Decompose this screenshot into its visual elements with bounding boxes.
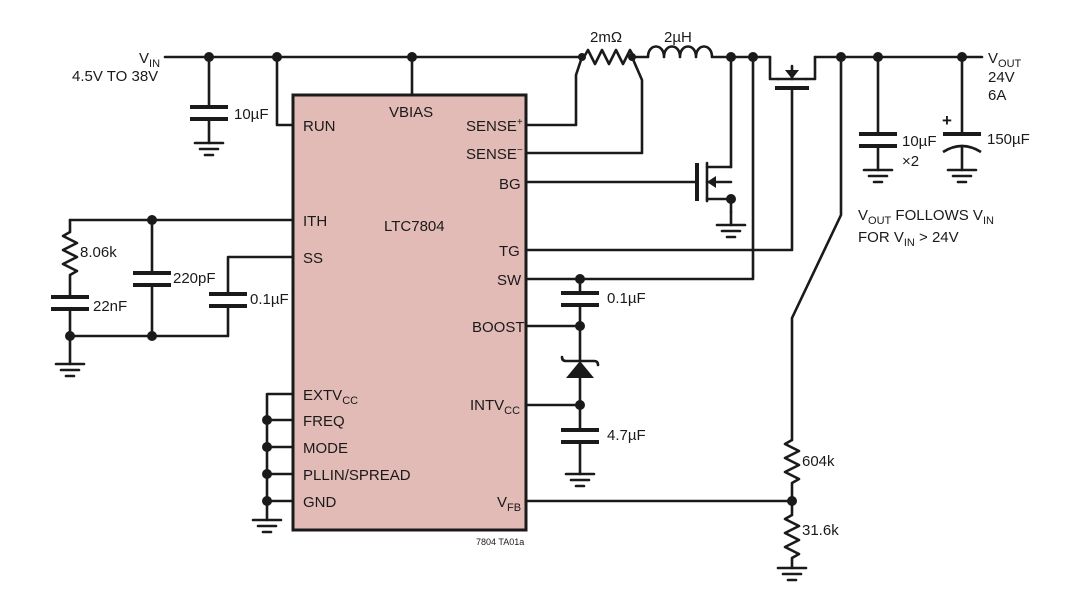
pin-tg-label: TG bbox=[499, 243, 520, 260]
ith-cap-label: 22nF bbox=[93, 298, 127, 315]
sw-wire bbox=[524, 55, 755, 281]
run-wire bbox=[275, 55, 295, 127]
ground-icon bbox=[715, 223, 747, 239]
junction-dots bbox=[65, 52, 967, 506]
sense-plus-wire bbox=[524, 55, 584, 127]
cout2-polarity: + bbox=[942, 111, 952, 130]
ground-icon bbox=[54, 362, 86, 378]
ith-resistor-label: 8.06k bbox=[80, 244, 117, 261]
inductor bbox=[646, 45, 714, 59]
left-gnd-bus bbox=[68, 283, 230, 366]
ss-cap-label: 0.1µF bbox=[250, 291, 289, 308]
vout-voltage: 24V bbox=[988, 69, 1015, 86]
ground-icon bbox=[862, 168, 894, 184]
boost-cap-label: 0.1µF bbox=[607, 290, 646, 307]
bottom-mosfet bbox=[695, 161, 733, 214]
intvcc-wire bbox=[524, 376, 582, 432]
cout1-multiplier: ×2 bbox=[902, 153, 919, 170]
pin-pllin-label: PLLIN/SPREAD bbox=[303, 467, 411, 484]
vin-label: VIN bbox=[139, 50, 160, 70]
pin-sense-minus-label: SENSE− bbox=[466, 145, 523, 163]
vout-label: VOUT bbox=[988, 50, 1022, 70]
ic-name: LTC7804 bbox=[384, 218, 445, 235]
feedback-wire bbox=[790, 55, 843, 442]
figure-id: 7804 TA01a bbox=[476, 537, 524, 547]
top-mosfet bbox=[524, 55, 817, 252]
sense-minus-wire bbox=[524, 55, 644, 155]
fb-top-resistor-label: 604k bbox=[802, 453, 835, 470]
sense-resistor bbox=[582, 48, 636, 66]
pin-intvcc-label: INTVCC bbox=[470, 397, 520, 417]
pin-ss-label: SS bbox=[303, 250, 323, 267]
cout2-label: 150µF bbox=[987, 131, 1030, 148]
note-line-2: FOR VIN > 24V bbox=[858, 229, 959, 249]
pin-sense-plus-label: SENSE+ bbox=[466, 117, 523, 135]
ground-icon bbox=[251, 518, 283, 534]
ground-icon bbox=[946, 168, 978, 184]
ground-icon bbox=[776, 566, 808, 582]
vin-range: 4.5V TO 38V bbox=[72, 68, 158, 85]
ss-wire bbox=[226, 255, 295, 296]
fb-bottom-resistor-label: 31.6k bbox=[802, 522, 839, 539]
schottky-diode-icon bbox=[560, 355, 600, 378]
pin-extvcc-label: EXTVCC bbox=[303, 387, 358, 407]
sense-resistor-label: 2mΩ bbox=[590, 29, 622, 46]
cin-label: 10µF bbox=[234, 106, 269, 123]
pin-ith-label: ITH bbox=[303, 213, 327, 230]
fb-bottom-resistor bbox=[783, 513, 801, 560]
cout1-label: 10µF bbox=[902, 133, 937, 150]
pin-vbias-label: VBIAS bbox=[389, 104, 433, 121]
boost-wire bbox=[524, 303, 582, 362]
ground-icon bbox=[193, 141, 225, 157]
pin-run-label: RUN bbox=[303, 118, 336, 135]
pin-boost-label: BOOST bbox=[472, 319, 525, 336]
pin-bg-label: BG bbox=[499, 176, 521, 193]
pin-mode-label: MODE bbox=[303, 440, 348, 457]
gnd-pin-bus bbox=[265, 392, 295, 522]
pin-freq-label: FREQ bbox=[303, 413, 345, 430]
ith-resistor bbox=[61, 230, 79, 277]
pin-vfb-label: VFB bbox=[497, 494, 521, 514]
ground-icon bbox=[564, 472, 596, 488]
ith-c2-label: 220pF bbox=[173, 270, 216, 287]
vout-current: 6A bbox=[988, 87, 1006, 104]
fb-top-resistor bbox=[783, 438, 801, 485]
ic-body bbox=[291, 93, 528, 532]
pin-gnd-label: GND bbox=[303, 494, 337, 511]
intvcc-cap-label: 4.7µF bbox=[607, 427, 646, 444]
inductor-label: 2µH bbox=[664, 29, 692, 46]
pin-sw-label: SW bbox=[497, 272, 522, 289]
note-line-1: VOUT FOLLOWS VIN bbox=[858, 207, 994, 227]
